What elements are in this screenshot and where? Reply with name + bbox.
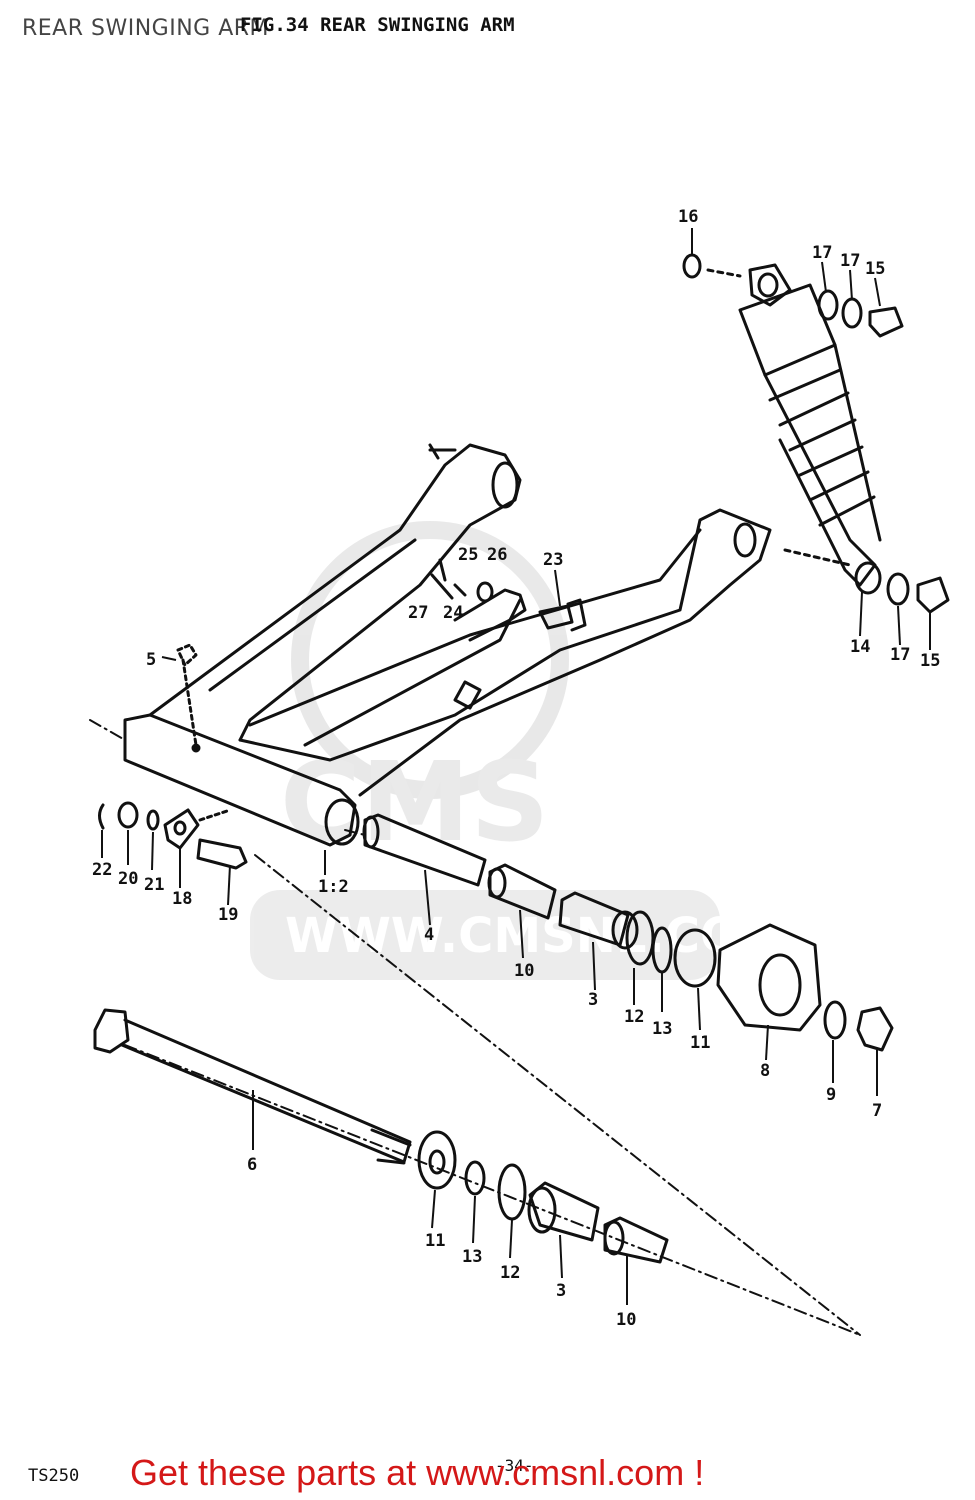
callout-27: 27 <box>408 603 428 623</box>
callout-11: 11 <box>690 1033 710 1053</box>
callout-10: 10 <box>514 961 534 981</box>
shock-absorber <box>682 253 950 614</box>
pivot-bushing-row <box>362 813 894 1052</box>
callout-21: 21 <box>144 875 164 895</box>
model-code: TS250 <box>28 1466 80 1486</box>
callout-19: 19 <box>218 905 238 925</box>
callout-8: 8 <box>760 1061 770 1081</box>
callout-5: 5 <box>146 650 156 670</box>
callout-17: 17 <box>890 645 910 665</box>
leader-lines <box>101 228 931 1305</box>
callout-13: 13 <box>462 1247 482 1267</box>
callout-20: 20 <box>118 869 138 889</box>
callout-24: 24 <box>443 603 463 623</box>
watermark-url: WWW.CMSNL.COM <box>285 908 789 964</box>
callout-3: 3 <box>588 990 598 1010</box>
callout-22: 22 <box>92 860 112 880</box>
callout-4: 4 <box>424 925 434 945</box>
figure-caption: FIG.34 REAR SWINGING ARM <box>240 14 515 36</box>
callout-3: 3 <box>556 1281 566 1301</box>
callout-6: 6 <box>247 1155 257 1175</box>
assembly-guide-lines <box>89 719 861 1336</box>
callout-17: 17 <box>840 251 860 271</box>
promo-link[interactable]: Get these parts at www.cmsnl.com ! <box>130 1452 705 1493</box>
callout-7: 7 <box>872 1101 882 1121</box>
callout-17: 17 <box>812 243 832 263</box>
left-pivot-parts <box>98 801 248 870</box>
swinging-arm <box>123 443 772 847</box>
callout-16: 16 <box>678 207 698 227</box>
callout-13: 13 <box>652 1019 672 1039</box>
callout-14: 14 <box>850 637 870 657</box>
callout-15: 15 <box>920 651 940 671</box>
callout-10: 10 <box>616 1310 636 1330</box>
callout-25: 25 <box>458 545 478 565</box>
callout-18: 18 <box>172 889 192 909</box>
callout-12: 12 <box>624 1007 644 1027</box>
callout-9: 9 <box>826 1085 836 1105</box>
callout-23: 23 <box>543 550 563 570</box>
callout-11: 11 <box>425 1231 445 1251</box>
part-callouts: 16 17 17 15 25 26 23 27 24 5 14 17 15 22… <box>92 207 940 1330</box>
callout-15: 15 <box>865 259 885 279</box>
callout-1-2: 1:2 <box>318 877 349 897</box>
callout-26: 26 <box>487 545 507 565</box>
page-number: -34- <box>495 1456 534 1475</box>
brake-torque-link <box>176 558 587 753</box>
page-title: REAR SWINGING ARM <box>22 16 270 41</box>
watermark: CMS WWW.CMSNL.COM <box>250 521 789 980</box>
callout-12: 12 <box>500 1263 520 1283</box>
